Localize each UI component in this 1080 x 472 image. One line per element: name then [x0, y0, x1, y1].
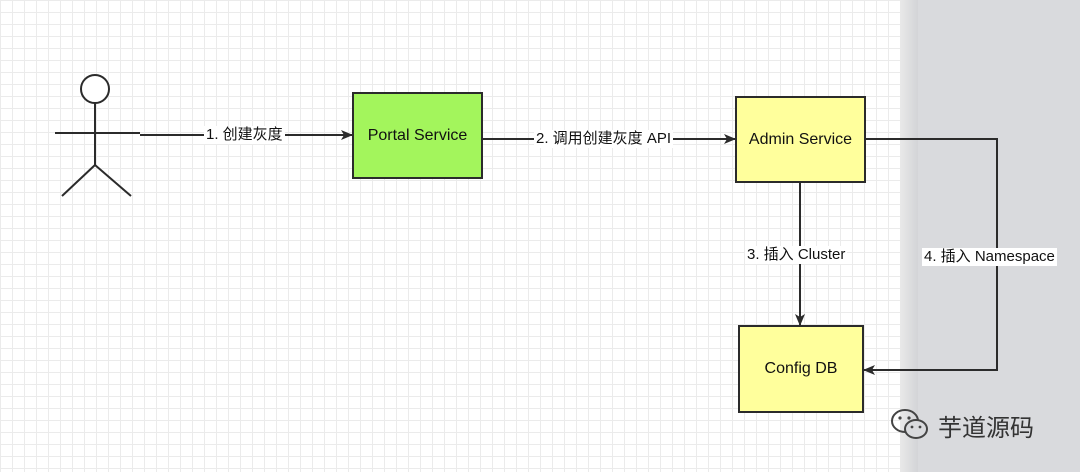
- edge-label-create-gray: 1. 创建灰度: [204, 126, 285, 144]
- side-panel: [900, 0, 1080, 472]
- admin-service-label: Admin Service: [748, 130, 853, 148]
- actor-icon: [55, 74, 140, 197]
- portal-service-node: Portal Service: [352, 92, 483, 179]
- diagram-canvas: [0, 0, 900, 472]
- watermark-text: 芋道源码: [938, 414, 1034, 442]
- edge-label-insert-namespace: 4. 插入 Namespace: [922, 248, 1057, 266]
- edge-label-call-api: 2. 调用创建灰度 API: [534, 130, 674, 148]
- wechat-icon: [891, 409, 928, 439]
- panel-divider: [900, 0, 918, 472]
- portal-service-label: Portal Service: [367, 126, 468, 144]
- config-db-label: Config DB: [764, 360, 838, 377]
- watermark: 芋道源码: [890, 405, 1034, 445]
- admin-service-node: Admin Service: [735, 96, 866, 183]
- edge-label-insert-cluster: 3. 插入 Cluster: [745, 246, 848, 264]
- config-db-node: Config DB: [738, 325, 864, 413]
